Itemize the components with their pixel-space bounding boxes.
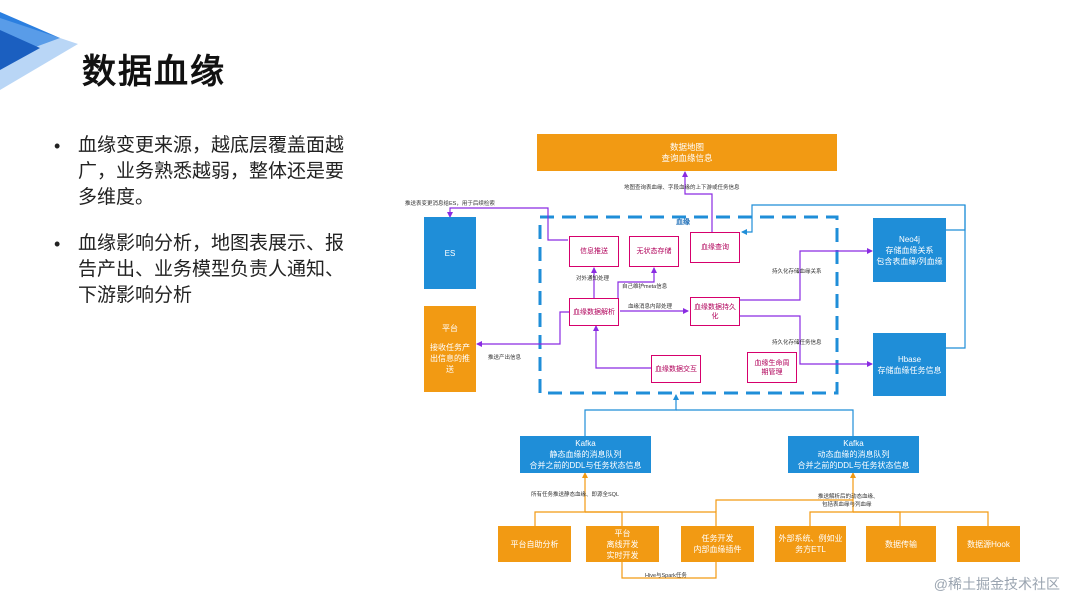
static-source-label: 所有任务推送静态血缘、即源全SQL (531, 492, 620, 498)
bullet-list: • 血缘变更来源，越底层覆盖面越广，业务熟悉越弱，整体还是要多维度。 • 血缘影… (52, 133, 352, 329)
slide-title: 数据血缘 (82, 53, 226, 91)
lineage-query-box: 血缘查询 (690, 232, 740, 263)
offline-dev-title: 平台 (614, 528, 631, 538)
persist-box: 血缘数据持久化 (690, 297, 740, 326)
external-notify-label: 对外通知处理 (576, 276, 610, 282)
kafka-static-box: Kafka 静态血缘的消息队列 合并之前的DDL与任务状态信息 (520, 436, 651, 473)
neo4j-box: Neo4j 存储血缘关系 包含表血缘/列血缘 (873, 218, 946, 282)
data-map-subtitle: 查询血缘信息 (661, 152, 713, 163)
bullet-text: 血缘变更来源，越底层覆盖面越广，业务熟悉越弱，整体还是要多维度。 (78, 135, 345, 208)
push-output-label: 推送产出信息 (488, 355, 522, 361)
task-dev-line2: 内部血缘插件 (693, 545, 742, 554)
hbase-line2: 存储血缘任务信息 (877, 365, 942, 375)
lineage-parse-box: 血缘数据解析 (569, 298, 619, 326)
notify-push-box: 信息推送 (569, 236, 619, 267)
bullet-dot: • (54, 234, 61, 254)
platform-desc: 接收任务产出信息的推送 (430, 343, 470, 374)
kafka-dynamic-line2: 动态血缘的消息队列 (817, 450, 890, 459)
task-dev-title: 任务开发 (701, 534, 734, 543)
bullet-item: • 血缘变更来源，越底层覆盖面越广，业务熟悉越弱，整体还是要多维度。 (52, 133, 352, 211)
hive-spark-label: Hive与Spark任务 (645, 573, 687, 579)
self-analysis-box: 平台自助分析 (498, 526, 571, 562)
es-box: ES (424, 217, 476, 289)
dynamic-source-label-1: 推送解析后的动态血缘、 (818, 494, 879, 500)
map-query-label: 地图查询表血缘、字段血缘的上下游或任务信息 (624, 185, 740, 191)
es-push-label: 推送表变更消息给ES，用于后续检索 (405, 201, 495, 207)
bullet-text: 血缘影响分析，地图表展示、报告产出、业务模型负责人通知、下游影响分析 (78, 233, 345, 306)
kafka-dynamic-box: Kafka 动态血缘的消息队列 合并之前的DDL与任务状态信息 (788, 436, 919, 473)
lineage-frame (538, 215, 839, 395)
offline-dev-line3: 实时开发 (606, 550, 639, 560)
watermark: @稀土掘金技术社区 (933, 576, 1060, 592)
datasource-hook-box: 数据源Hook (957, 526, 1020, 562)
stateless-store-box: 无状态存储 (629, 236, 679, 267)
kafka-dynamic-line3: 合并之前的DDL与任务状态信息 (797, 461, 910, 470)
internal-process-label: 血缘消息内部处理 (628, 304, 673, 310)
lineage-frame-label: 血缘 (676, 219, 690, 226)
kafka-static-title: Kafka (575, 439, 596, 448)
kafka-dynamic-title: Kafka (843, 439, 864, 448)
dynamic-source-label-2: 包括表血缘与列血缘 (822, 502, 872, 508)
offline-dev-box: 平台 离线开发 实时开发 (586, 526, 659, 562)
external-system-line2: 务方ETL (795, 545, 826, 554)
neo4j-line3: 包含表血缘/列血缘 (876, 256, 943, 266)
hbase-box: Hbase 存储血缘任务信息 (873, 333, 946, 396)
persist-relation-label: 持久化存储血缘关系 (772, 269, 822, 275)
task-dev-box: 任务开发 内部血缘插件 (681, 526, 754, 562)
corner-decoration (0, 12, 78, 90)
kafka-static-line2: 静态血缘的消息队列 (549, 450, 622, 459)
self-meta-label: 自己维护meta信息 (622, 284, 668, 290)
data-transfer-box: 数据传输 (866, 526, 936, 562)
data-map-box: 数据地图 查询血缘信息 (537, 134, 837, 171)
platform-title: 平台 (442, 324, 458, 333)
hbase-title: Hbase (897, 354, 922, 364)
data-map-title: 数据地图 (669, 141, 704, 152)
lifecycle-box: 血缘生命周期管理 (747, 352, 797, 383)
offline-dev-line2: 离线开发 (606, 539, 639, 549)
neo4j-line2: 存储血缘关系 (885, 245, 934, 255)
bullet-item: • 血缘影响分析，地图表展示、报告产出、业务模型负责人通知、下游影响分析 (52, 231, 352, 309)
interact-box: 血缘数据交互 (651, 355, 701, 383)
external-system-line1: 外部系统、例如业 (778, 534, 843, 543)
kafka-static-line3: 合并之前的DDL与任务状态信息 (529, 461, 642, 470)
external-system-box: 外部系统、例如业 务方ETL (775, 526, 846, 562)
bullet-dot: • (54, 136, 61, 156)
persist-task-label: 持久化存储任务信息 (772, 340, 822, 346)
neo4j-title: Neo4j (899, 234, 920, 244)
platform-box: 平台 接收任务产出信息的推送 (424, 306, 476, 392)
